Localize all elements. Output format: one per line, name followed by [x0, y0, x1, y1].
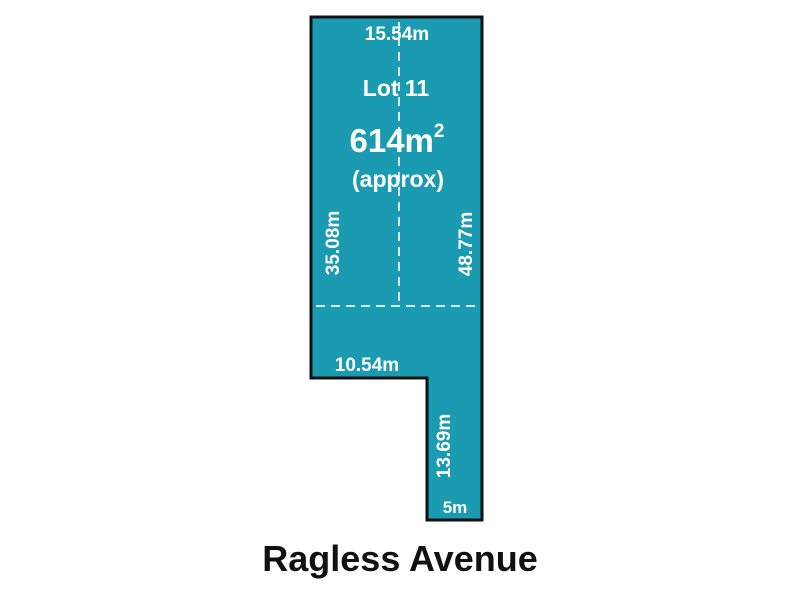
dimension-right-side: 48.77m	[456, 212, 477, 276]
dimension-top: 15.54m	[365, 24, 429, 45]
dimension-frontage: 5m	[443, 498, 468, 517]
dimension-step: 10.54m	[335, 355, 399, 376]
lot-area-superscript: 2	[434, 121, 445, 142]
lot-area-number: 614m	[350, 122, 434, 159]
lot-area: 614m2	[350, 121, 445, 159]
street-name: Ragless Avenue	[262, 538, 538, 579]
lot-name: Lot 11	[363, 75, 430, 101]
lot-boundary	[309, 15, 484, 522]
lot-area-note: (approx)	[352, 166, 444, 192]
dimension-left-side: 35.08m	[323, 211, 344, 275]
dimension-handle-side: 13.69m	[434, 414, 455, 478]
